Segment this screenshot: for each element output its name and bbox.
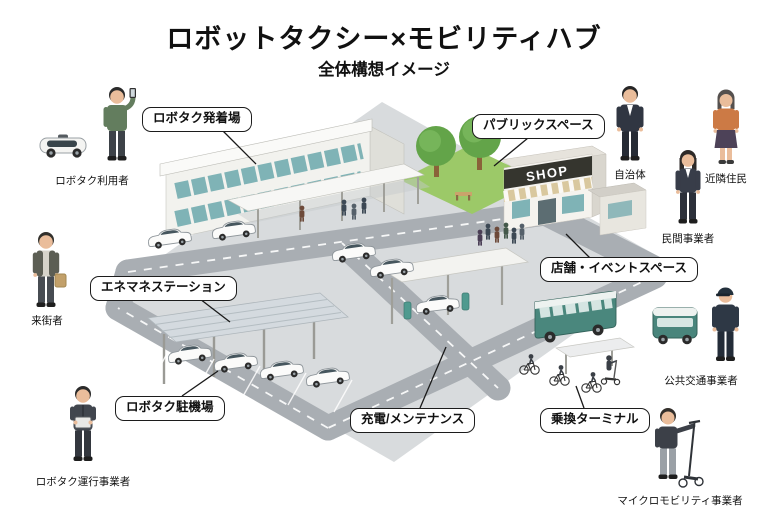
bus-icon [652,307,698,345]
stakeholder-label: 自治体 [614,169,646,181]
callout-transfer-terminal: 乗換ターミナル [540,408,650,433]
bag-icon [54,273,67,288]
kick-scooter-icon [678,419,704,488]
person-figure [103,87,136,161]
stakeholder-private-business: 民間事業者 [652,148,724,246]
callout-robotaxi-parking: ロボタク駐機場 [115,396,225,421]
bench [455,192,472,196]
resident-figure [713,89,739,164]
stakeholder-label: 来街者 [31,315,63,327]
stakeholder-robotaxi-operator: ロボタク運行事業者 [18,384,148,489]
stakeholder-micromobility: マイクロモビリティ事業者 [600,404,760,508]
scooter-rider-icon [600,355,621,386]
charger-icon [461,292,470,311]
stakeholder-label: 公共交通事業者 [664,375,738,387]
transfer-terminal-area [518,337,635,394]
charger-icon [403,301,412,320]
solar-canopy [147,292,349,384]
transit-operator-figure [652,287,739,361]
stakeholder-public-transit: 公共交通事業者 [646,282,756,388]
page-subtitle: 全体構想イメージ [318,61,450,79]
bicycle-icon [580,371,603,394]
shop-sign: SHOP [525,163,570,185]
micromobility-figure [655,408,704,488]
stakeholder-label: ロボタク運行事業者 [35,476,131,488]
charging-station [379,247,529,324]
bus-icon [534,290,617,343]
callout-leader-lines [181,129,591,409]
callout-charging-maintenance: 充電/メンテナンス [350,408,476,433]
page-title: ロボットタクシー×モビリティハブ [166,24,602,54]
main-building [159,118,430,241]
robotaxi-icon [39,134,87,158]
business-figure [675,150,701,224]
stakeholder-label: 近隣住民 [705,173,747,185]
shop-building: SHOP [499,145,647,236]
callout-shop-event-space: 店舗・イベントスペース [540,257,699,282]
stakeholder-label: マイクロモビリティ事業者 [617,495,743,507]
stakeholder-visitors: 来街者 [16,230,78,328]
municipality-figure [616,86,644,161]
tree-icon [416,126,456,177]
operator-figure [70,386,96,461]
callout-public-space: パブリックスペース [472,114,605,139]
callout-robotaxi-stop: ロボタク発着場 [142,107,252,132]
visitor-figure [32,232,67,307]
stakeholder-robotaxi-user: ロボタク利用者 [34,84,150,188]
stakeholder-label: 民間事業者 [661,233,715,245]
callout-energy-station: エネマネステーション [90,276,237,301]
parking-area [149,342,353,413]
stakeholder-neighborhood-residents: 近隣住民 [694,88,758,186]
stakeholder-municipality: 自治体 [598,84,662,182]
driver-figure [712,287,739,361]
stakeholder-label: ロボタク利用者 [55,175,129,187]
robotaxi-user-figure [39,87,136,161]
